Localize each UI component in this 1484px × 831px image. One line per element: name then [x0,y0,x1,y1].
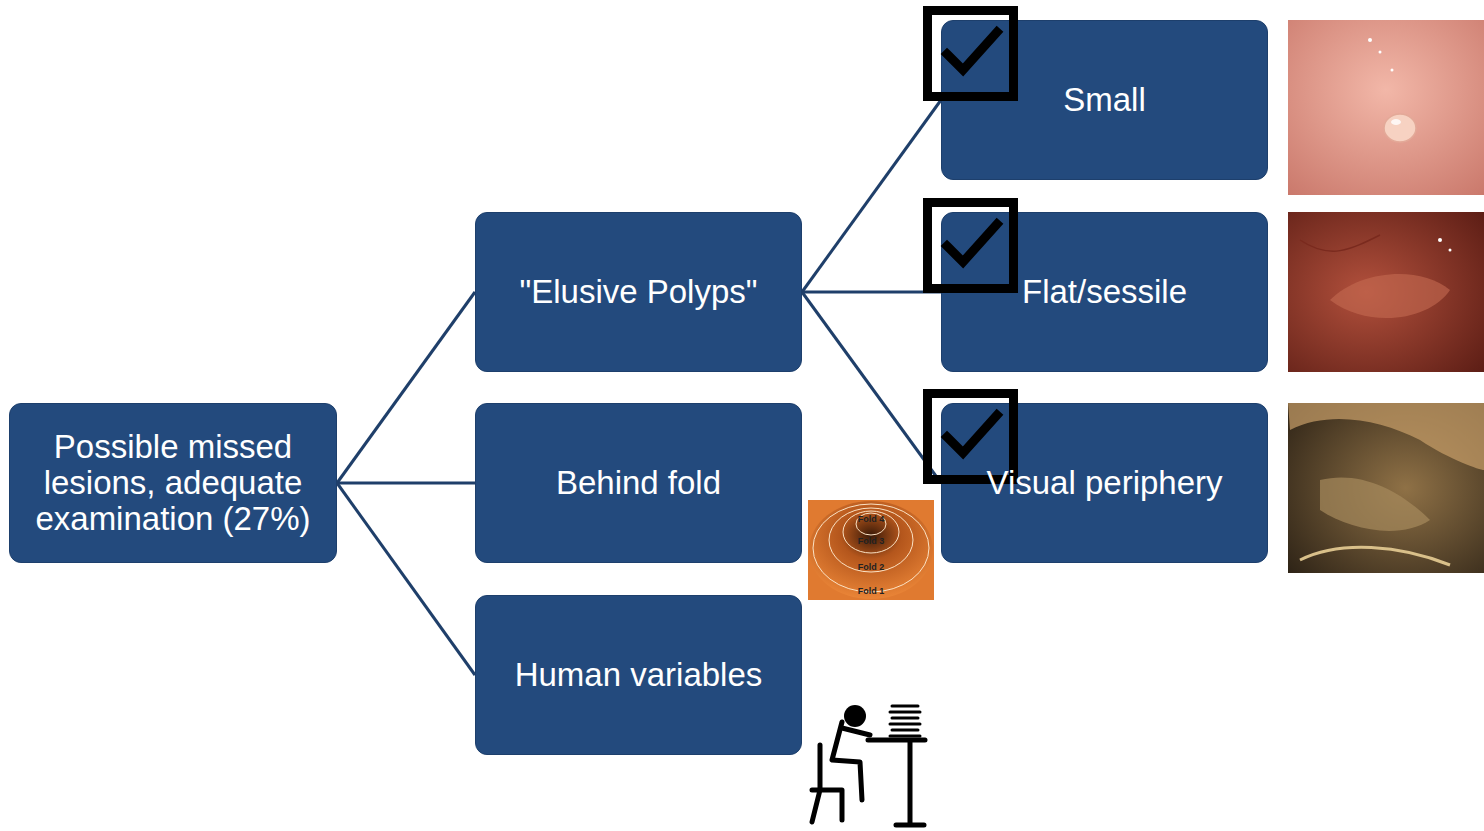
mucosa-photo-flat [1288,212,1484,372]
check-mark [947,415,997,453]
mucosa-photo-small [1288,20,1484,195]
connector-line [802,292,941,483]
process-box: Possible missed lesions, adequate examin… [9,403,337,563]
box-label: Possible missed lesions, adequate examin… [20,429,326,538]
check-mark [947,32,997,70]
connector-line [802,100,941,292]
box-label: Small [1063,82,1146,118]
checkbox-frame [928,11,1014,97]
process-box: Behind fold [475,403,802,563]
fold-label: Fold 3 [858,536,885,546]
connector-line [337,483,475,675]
connector-line [337,292,475,483]
box-label: Behind fold [556,465,721,501]
colon-fold-photo [808,500,934,600]
process-box: Visual periphery [941,403,1268,563]
process-box: Flat/sessile [941,212,1268,372]
checkbox-frame [928,203,1014,289]
box-label: Visual periphery [986,465,1222,501]
fold-label: Fold 4 [858,514,885,524]
checkbox-mark [923,198,1018,293]
checkbox-mark [923,6,1018,101]
box-label: Human variables [515,657,763,693]
box-label: Flat/sessile [1022,274,1187,310]
check-mark [947,224,997,262]
box-label: "Elusive Polyps" [519,274,757,310]
mucosa-photo-periphery [1288,403,1484,573]
process-box: Small [941,20,1268,180]
connector-line [337,482,475,485]
fold-label: Fold 2 [858,562,885,572]
process-box: "Elusive Polyps" [475,212,802,372]
fold-label: Fold 1 [858,586,885,596]
connector-line [802,291,941,294]
tired-person-icon [812,705,925,825]
process-box: Human variables [475,595,802,755]
